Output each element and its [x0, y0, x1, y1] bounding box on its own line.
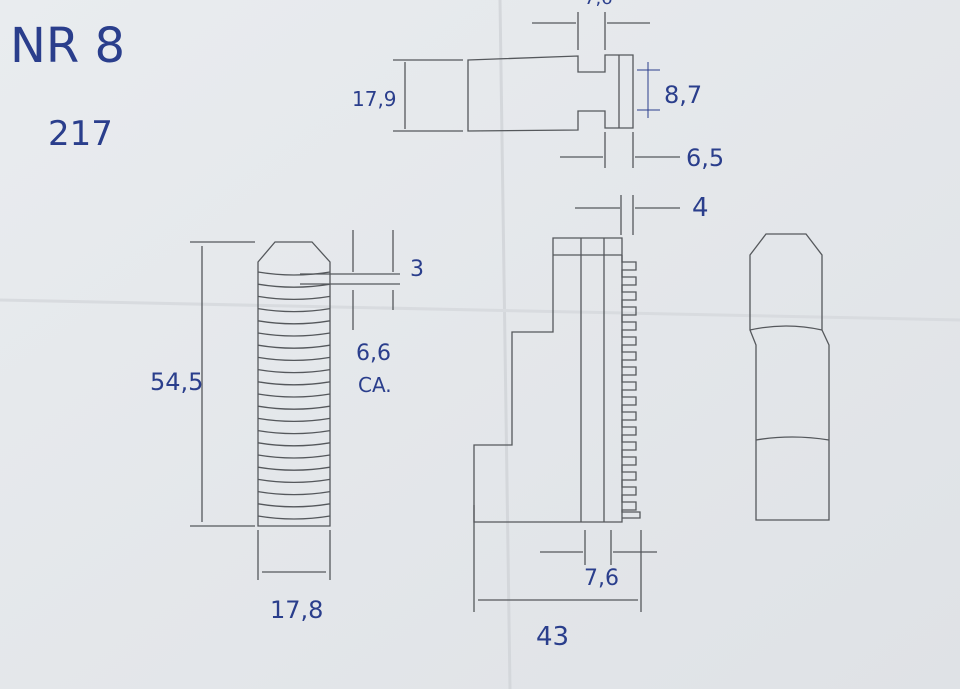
thread-line	[257, 405, 331, 410]
dim-pitch-bottom: 6,6	[356, 341, 391, 366]
dim-height: 54,5	[150, 368, 203, 396]
thread-line	[257, 442, 331, 447]
thread-line	[257, 417, 331, 423]
thread-line	[257, 368, 331, 374]
dim-width-left: 17,8	[270, 596, 323, 624]
thread-line	[257, 393, 331, 398]
jaw-teeth	[621, 255, 641, 519]
dim-base-step: 7,6	[584, 566, 619, 591]
thread-line	[257, 515, 331, 520]
dim-top-width: 7,6	[584, 0, 613, 9]
thread-line	[257, 490, 331, 496]
thread-line	[257, 429, 331, 435]
dim-top-step: 6,5	[686, 144, 724, 172]
thread-line	[257, 356, 331, 362]
thread-line	[257, 454, 331, 459]
thread-line	[257, 283, 331, 288]
dim-total-width: 43	[536, 622, 569, 652]
dim-pitch-top: 3	[410, 257, 424, 282]
dim-pitch-note: CA.	[358, 373, 392, 397]
dim-top-slot: 8,7	[664, 81, 702, 109]
drawing-title: NR 8	[10, 18, 125, 74]
drawing-number: 217	[48, 114, 113, 154]
paper-fold	[0, 298, 960, 322]
side-jaw-view	[473, 237, 657, 612]
thread-line	[257, 381, 331, 386]
left-jaw-view	[190, 230, 400, 580]
thread-line	[257, 295, 331, 301]
top-view	[393, 12, 680, 235]
thread-line	[257, 307, 331, 313]
thread-line	[257, 344, 331, 349]
dim-tooth-width: 4	[692, 193, 709, 223]
end-view	[749, 233, 830, 521]
thread-line	[257, 503, 331, 508]
dim-top-height: 17,9	[352, 87, 397, 111]
paper-fold	[498, 0, 512, 689]
thread-line	[257, 271, 331, 276]
thread-line	[257, 466, 331, 471]
thread-line	[257, 478, 331, 484]
thread-line	[257, 320, 331, 325]
thread-line	[257, 332, 331, 337]
